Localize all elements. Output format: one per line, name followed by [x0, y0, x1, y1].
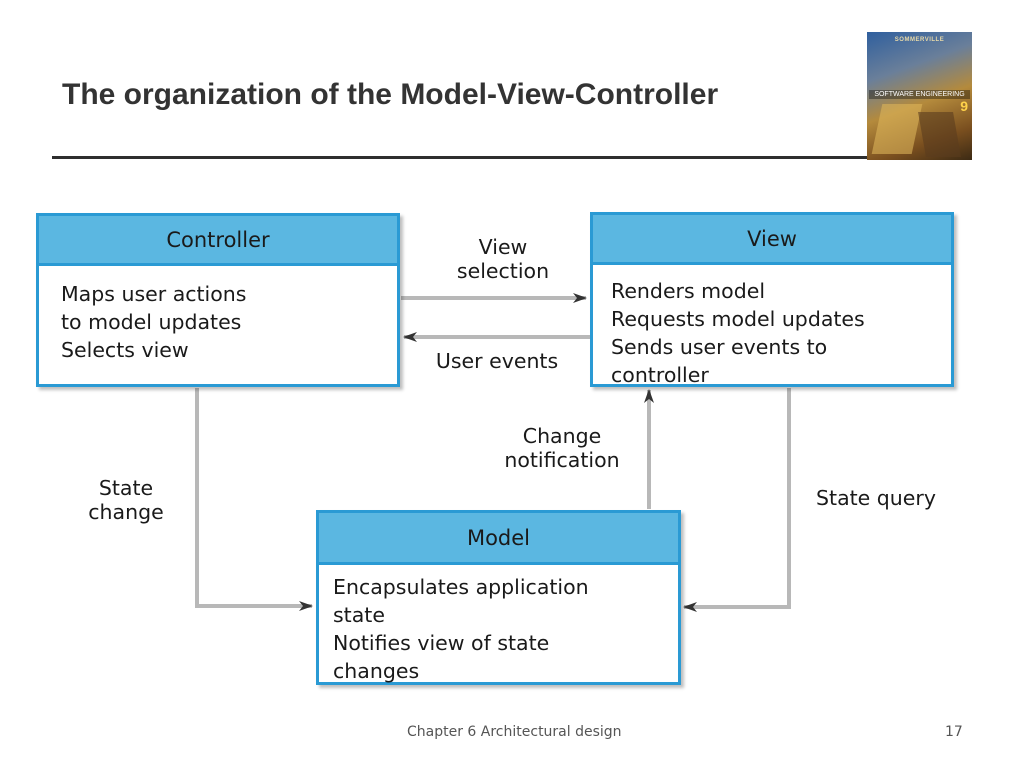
state-change-label: State change [70, 476, 182, 524]
change-notification-label: Change notification [484, 424, 640, 472]
state-query-label: State query [816, 486, 936, 510]
state-change-label-line: State [98, 476, 154, 500]
user-events-label: User events [435, 349, 559, 373]
model-line: Encapsulates application [333, 575, 589, 599]
view-selection-label-line: selection [456, 259, 550, 283]
controller-line: Selects view [61, 338, 189, 362]
book-cover-image: SOMMERVILLE SOFTWARE ENGINEERING 9 [867, 32, 972, 160]
view-box-title: View [593, 215, 951, 265]
slide-title: The organization of the Model-View-Contr… [62, 78, 719, 111]
book-title: SOFTWARE ENGINEERING [869, 90, 970, 99]
title-divider [52, 156, 872, 159]
controller-box-body: Maps user actions to model updates Selec… [39, 266, 397, 364]
book-author: SOMMERVILLE [894, 37, 945, 43]
controller-line: Maps user actions [61, 282, 247, 306]
book-edition: 9 [960, 98, 968, 114]
view-line: Requests model updates [611, 307, 865, 331]
view-box-body: Renders model Requests model updates Sen… [593, 265, 951, 389]
view-selection-label-line: View [478, 235, 528, 259]
view-line: Sends user events to [611, 335, 828, 359]
page-number: 17 [945, 724, 963, 740]
change-notification-label-line: notification [504, 448, 620, 472]
state-change-arrow [195, 388, 313, 611]
model-box-body: Encapsulates application state Notifies … [319, 565, 678, 685]
model-box-title: Model [319, 513, 678, 565]
view-line: Renders model [611, 279, 766, 303]
controller-box: Controller Maps user actions to model up… [36, 213, 400, 387]
view-selection-label: View selection [440, 235, 566, 283]
controller-line: to model updates [61, 310, 242, 334]
view-box: View Renders model Requests model update… [590, 212, 954, 387]
footer-chapter-text: Chapter 6 Architectural design [407, 724, 622, 740]
model-line: changes [333, 659, 420, 683]
view-line: controller [611, 363, 709, 387]
change-notification-label-line: Change [522, 424, 602, 448]
state-change-label-line: change [88, 500, 164, 524]
controller-box-title: Controller [39, 216, 397, 266]
state-query-arrow [683, 388, 791, 612]
model-box: Model Encapsulates application state Not… [316, 510, 681, 685]
model-line: state [333, 603, 385, 627]
model-line: Notifies view of state [333, 631, 550, 655]
